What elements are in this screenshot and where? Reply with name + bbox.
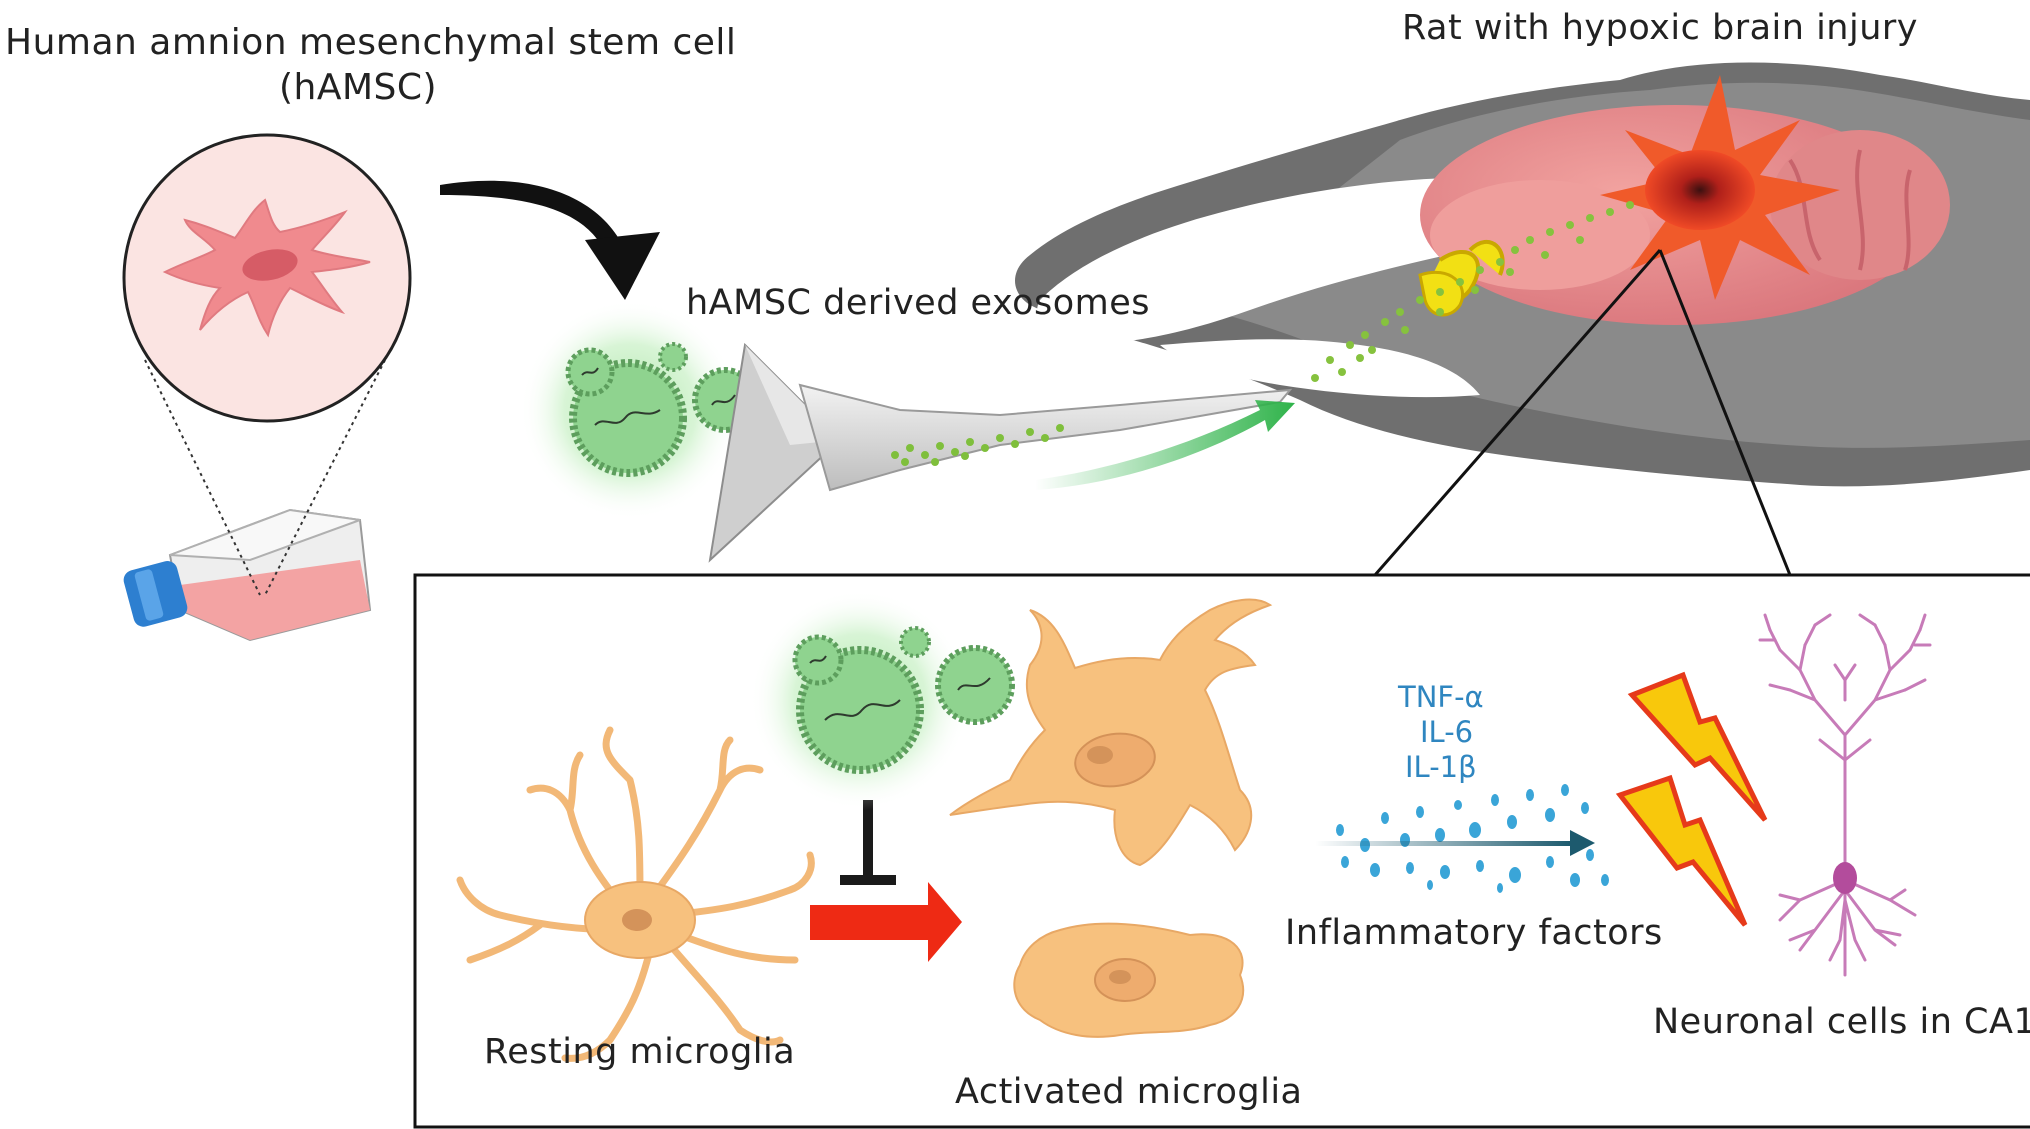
cytokine-il-1-beta: IL-1β <box>1405 750 1477 784</box>
activation-arrow <box>810 882 962 962</box>
culture-flask <box>123 508 372 642</box>
mechanism-panel <box>413 573 2030 1129</box>
label-hamsc-title: Human amnion mesenchymal stem cell <box>5 22 737 63</box>
inhibition-symbol <box>840 800 896 885</box>
exosome-small-b <box>658 342 688 372</box>
zoom-lines <box>144 359 386 596</box>
rat-head <box>1015 62 2030 487</box>
cytokine-arrow <box>1315 830 1595 856</box>
activated-microglia-branched <box>949 598 1273 867</box>
cytokine-il-6: IL-6 <box>1420 715 1474 749</box>
lightning-bolts <box>1615 671 1768 927</box>
label-activated: Activated microglia <box>955 1072 1303 1112</box>
label-hamsc-abbr: (hAMSC) <box>279 67 438 108</box>
pipette <box>708 342 1295 563</box>
cytokine-tnf-alpha: TNF-α <box>1398 680 1484 714</box>
stem-cell-zoom <box>122 133 412 423</box>
green-delivery-arrow <box>1035 400 1295 490</box>
exosome-cluster-top <box>520 300 758 520</box>
label-exosomes: hAMSC derived exosomes <box>686 283 1151 323</box>
ca1-neuron <box>1758 613 1932 977</box>
black-curved-arrow <box>440 180 660 300</box>
label-neuronal: Neuronal cells in CA1 <box>1653 1002 2030 1042</box>
exosome-cluster-bottom <box>750 590 1015 810</box>
label-inflammatory: Inflammatory factors <box>1285 913 1663 953</box>
label-rat: Rat with hypoxic brain injury <box>1402 8 1918 48</box>
cytokine-particles <box>1336 784 1609 893</box>
label-resting: Resting microglia <box>484 1032 796 1072</box>
